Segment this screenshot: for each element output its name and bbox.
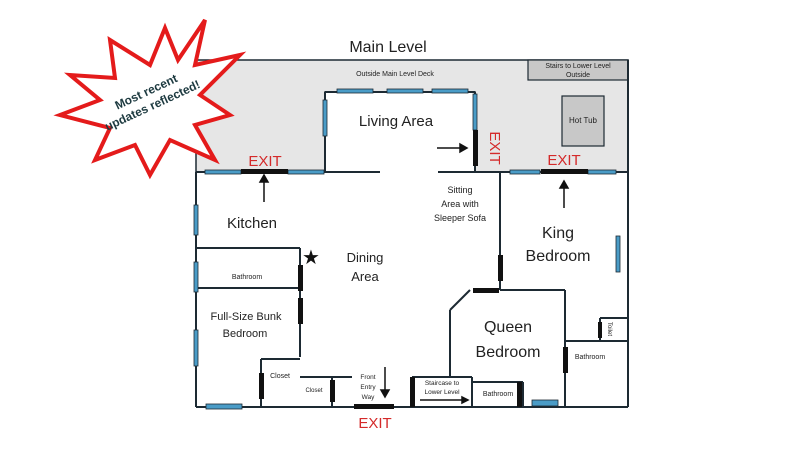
dining-label-2: Area [351,269,379,284]
staircase-label-1: Staircase to [425,380,460,387]
bunk-bedroom-label-1: Full-Size Bunk [211,311,282,323]
dining-label-1: Dining [347,250,384,265]
bathroom-bottom-label: Bathroom [483,391,514,398]
starburst-badge: Most recent updates reflected! [53,18,247,180]
staircase-label-2: Lower Level [424,389,460,396]
queen-bedroom-label-2: Bedroom [476,344,541,361]
exit-kitchen: EXIT [248,153,281,170]
sitting-label-3: Sleeper Sofa [434,213,486,223]
page-title: Main Level [349,39,426,56]
kitchen-label: Kitchen [227,215,277,232]
bunk-bedroom-label-2: Bedroom [223,328,268,340]
entry-label-3: Way [362,394,376,401]
exit-king: EXIT [547,152,580,169]
living-area-label: Living Area [359,113,434,130]
king-bedroom-label-2: Bedroom [526,248,591,265]
exit-living: EXIT [486,131,503,164]
bathroom-left-label: Bathroom [232,274,263,281]
arrows [258,142,570,405]
closet-bunk-label: Closet [270,373,290,380]
doors [241,130,602,409]
entry-label-2: Entry [360,384,376,391]
hot-tub [561,95,605,147]
star-icon: ★ [302,247,320,269]
deck-label: Outside Main Level Deck [356,71,434,78]
sitting-label-2: Area with [441,199,479,209]
sitting-label-1: Sitting [447,185,472,195]
toilet-label: Toilet [606,322,612,336]
outside-stairs-label-1: Stairs to Lower Level [545,63,611,70]
hot-tub-label: Hot Tub [569,116,598,125]
king-bedroom-label-1: King [542,225,574,242]
exit-front: EXIT [358,415,391,432]
bathroom-right-label: Bathroom [575,354,606,361]
queen-bedroom-label-1: Queen [484,319,532,336]
entry-label-1: Front [360,374,375,381]
closet-entry-label: Closet [305,388,322,394]
outside-stairs-label-2: Outside [566,72,590,79]
